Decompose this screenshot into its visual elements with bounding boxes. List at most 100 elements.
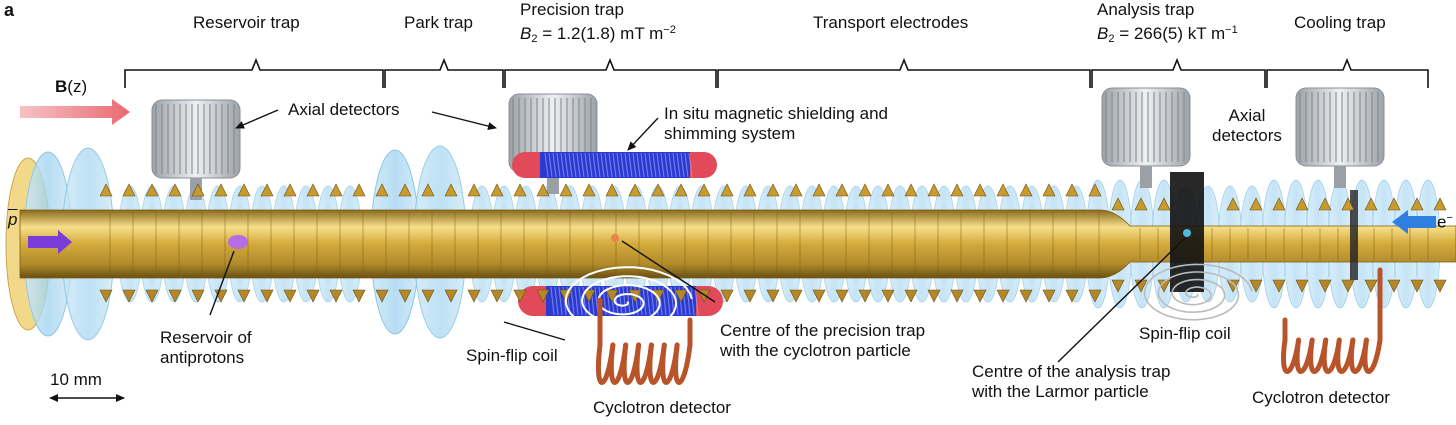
coil-winding <box>640 152 645 178</box>
electrode-tooth <box>812 183 826 197</box>
coil-winding <box>636 152 641 178</box>
spiral-winding <box>1143 263 1253 321</box>
electrode-tooth <box>1272 197 1286 211</box>
electrode-tooth <box>973 289 987 303</box>
panel-label: a <box>4 0 15 20</box>
coil-winding <box>694 286 699 316</box>
label-antiproton-symbol: p <box>8 210 18 229</box>
electrode-tooth <box>1088 289 1102 303</box>
electrode-tooth <box>237 289 251 303</box>
coil-winding <box>608 152 613 178</box>
electrode-tooth <box>720 183 734 197</box>
electrode-tooth <box>605 289 619 303</box>
electrode-tooth <box>168 289 182 303</box>
cyclotron-particle <box>611 234 619 242</box>
electrode-tooth <box>651 183 665 197</box>
coil-winding <box>554 286 559 316</box>
coil-winding <box>544 152 549 178</box>
electrode-tooth <box>1318 279 1332 293</box>
electrode-tooth <box>766 289 780 303</box>
electrode-tooth <box>950 183 964 197</box>
electrode-tooth <box>467 289 481 303</box>
brace-analysis <box>1091 57 1266 88</box>
coil-winding <box>666 286 671 316</box>
electrode-tooth <box>1065 183 1079 197</box>
analysis-title: Analysis trap <box>1097 0 1195 19</box>
electrode-tooth <box>835 289 849 303</box>
section-precision-trap: Precision trap B2 = 1.2(1.8) mT m−2 <box>520 0 676 49</box>
electrode-tooth <box>536 183 550 197</box>
electrode-tooth <box>444 183 458 197</box>
coil-winding <box>642 286 647 316</box>
coil-winding <box>688 152 693 178</box>
electrode-tooth <box>99 183 113 197</box>
electrode-tooth <box>858 289 872 303</box>
antiproton-cloud <box>228 235 248 249</box>
electrode-tooth <box>743 289 757 303</box>
coil-winding <box>622 286 627 316</box>
section-reservoir-trap: Reservoir trap <box>193 13 300 32</box>
electrode-tooth <box>1042 183 1056 197</box>
electrode-tooth <box>1134 197 1148 211</box>
coil-winding <box>574 286 579 316</box>
coil-winding <box>632 152 637 178</box>
precision-title: Precision trap <box>520 0 624 19</box>
brace-park <box>384 57 504 88</box>
helix-turn <box>673 342 693 385</box>
electrode-tooth <box>904 183 918 197</box>
electrode-tooth <box>766 183 780 197</box>
electrode-tooth <box>582 289 596 303</box>
electrode-tooth <box>490 289 504 303</box>
electrode-tooth <box>950 289 964 303</box>
coil-winding <box>660 152 665 178</box>
electrode-tooth <box>1226 279 1240 293</box>
spin-flip-coil-right <box>1143 263 1253 321</box>
coil-winding <box>672 152 677 178</box>
electron-arrow <box>1392 210 1436 234</box>
axial-detector-units <box>151 87 1385 200</box>
coil-winding <box>580 152 585 178</box>
electrode-tooth <box>973 183 987 197</box>
electrode-tooth <box>352 289 366 303</box>
electrode-tooth <box>398 183 412 197</box>
electrode-tooth <box>260 289 274 303</box>
coil-winding <box>684 152 689 178</box>
electrode-tooth <box>145 183 159 197</box>
electrode-tooth <box>1364 197 1378 211</box>
cyclotron-detector-left <box>595 297 693 385</box>
helix-turn <box>1362 337 1383 374</box>
scale-bar-label: 10 mm <box>50 370 102 389</box>
electrode-tooth <box>513 289 527 303</box>
label-axial-detectors-right: Axial detectors <box>1212 106 1282 145</box>
coil-winding <box>564 152 569 178</box>
electrode-tooth <box>191 289 205 303</box>
coil-winding <box>600 152 605 178</box>
brace-cooling <box>1266 57 1429 88</box>
electrode-tooth <box>168 183 182 197</box>
coil-winding <box>552 152 557 178</box>
electrode-tooth <box>582 183 596 197</box>
particles <box>228 229 1191 249</box>
electrode-tooth <box>1019 289 1033 303</box>
label-centre-analysis: Centre of the analysis trap with the Lar… <box>972 362 1171 401</box>
electrode-tooth <box>145 289 159 303</box>
electrode-tooth <box>375 289 389 303</box>
electrode-tooth <box>1318 197 1332 211</box>
electrode-tooth <box>1364 279 1378 293</box>
electrode-tooth <box>996 183 1010 197</box>
electrode-tooth <box>122 289 136 303</box>
coil-winding <box>664 152 669 178</box>
electrode-tooth <box>858 183 872 197</box>
coil-winding <box>626 286 631 316</box>
brace-reservoir <box>124 57 384 88</box>
coil-winding <box>578 286 583 316</box>
electrode-tooth <box>1088 183 1102 197</box>
section-braces <box>124 57 1429 88</box>
coil-winding <box>624 152 629 178</box>
label-shielding: In situ magnetic shielding and shimming … <box>664 104 888 143</box>
electrode-tooth <box>467 183 481 197</box>
electrode-teeth <box>99 183 1447 303</box>
brace-precision <box>504 57 717 88</box>
label-reservoir-antiprotons: Reservoir of antiprotons <box>160 328 252 367</box>
